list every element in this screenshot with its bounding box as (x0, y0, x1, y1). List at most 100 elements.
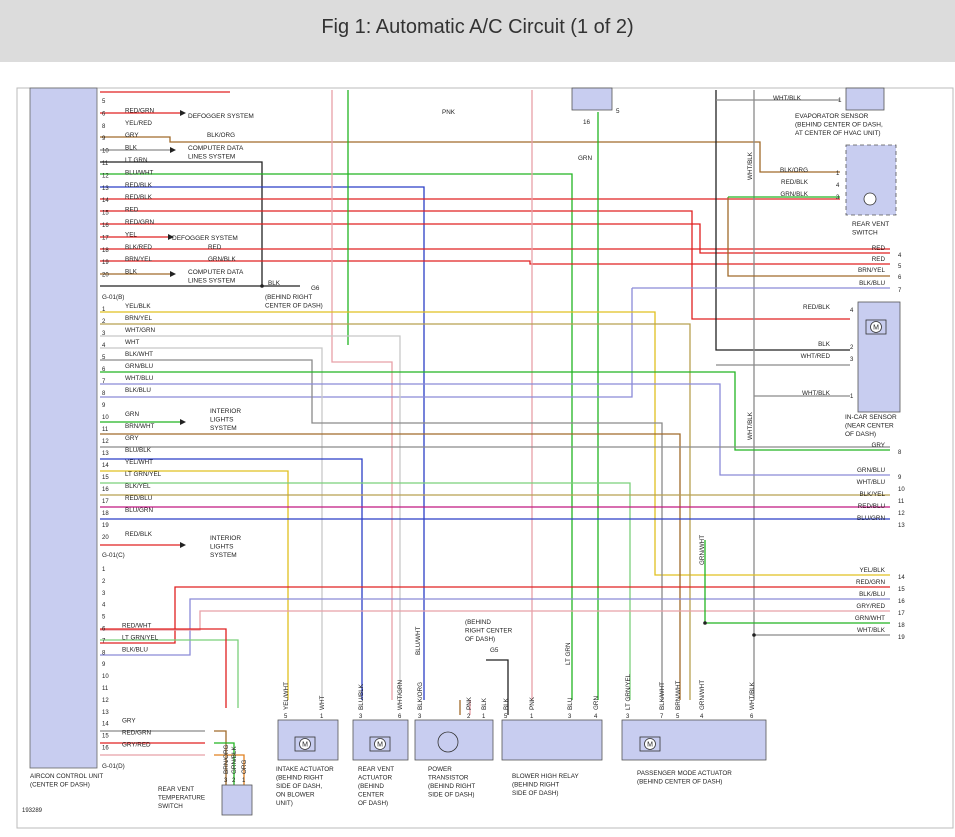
wire-blk-a10 (100, 161, 263, 286)
g5-location-label: OF DASH) (465, 636, 495, 643)
vertical-whtblk-mid: WHT/BLK (747, 411, 754, 440)
pin-wire-label: GRY (122, 718, 136, 725)
right-wire-label: GRY (871, 442, 885, 449)
right-wire-number: 15 (898, 587, 905, 593)
right-wire-number: 6 (898, 275, 902, 281)
pin-number: 14 (102, 722, 109, 728)
arrow-icon (180, 419, 186, 425)
pin-wire-label: RED/GRN (122, 730, 151, 737)
computer-data-label-2: LINES SYSTEM (188, 278, 235, 285)
pin-wire-label: BLU/BLK (125, 447, 152, 454)
incar-pin-number: 3 (850, 357, 854, 363)
wire-whtgrn-b3 (100, 335, 401, 700)
g5-location-label: (BEHIND (465, 619, 491, 626)
incar-sensor-label: IN-CAR SENSOR (845, 414, 897, 421)
rvts-wire-label: ORG (241, 760, 248, 774)
pin-number: 20 (102, 273, 109, 279)
pin-number: 3 (102, 591, 106, 597)
wire-ltgrnyel-c7 (100, 639, 239, 708)
pin-number: 12 (102, 439, 109, 445)
g5-location-label: RIGHT CENTER (465, 628, 513, 635)
relay-wire-label: PNK (529, 696, 536, 710)
incar-sensor-motor-icon (870, 321, 882, 333)
arrow-icon (180, 110, 186, 116)
pin-number: 13 (102, 186, 109, 192)
right-wire-number: 19 (898, 635, 905, 641)
pin-number: 14 (102, 463, 109, 469)
wire-splice (752, 633, 756, 637)
evap-whtblk-label: WHT/BLK (773, 95, 802, 102)
pin-number: 18 (102, 511, 109, 517)
g5-label: G5 (490, 647, 499, 654)
right-wire-label: BLK/YEL (859, 491, 885, 498)
passenger-actuator-frame (639, 736, 661, 752)
rv-actuator-frame (369, 736, 391, 752)
pma-pin: 5 (676, 714, 680, 720)
rvs-pin-number: 3 (836, 195, 840, 201)
right-wire-label: GRY/RED (856, 603, 885, 610)
pin-number: 11 (102, 686, 109, 692)
right-wire-number: 17 (898, 611, 905, 617)
figure-id: 193289 (22, 808, 43, 814)
pin-number: 17 (102, 499, 109, 505)
wire-blkblu-c (100, 598, 890, 656)
pin-wire-label: RED/GRN (125, 219, 154, 226)
pin-wire-label: YEL/WHT (125, 459, 153, 466)
pin-wire-label: RED/GRN (125, 107, 154, 114)
connector-d-label: G-01(D) (102, 763, 125, 770)
rv-actuator-label: CENTER (358, 792, 384, 799)
pin-wire-label: BLU/WHT (125, 169, 153, 176)
pin-wire-label: BRN/WHT (125, 423, 155, 430)
pin-wire-label: LT GRN/YEL (125, 471, 162, 478)
intake-actuator-motor-label: M (302, 742, 308, 749)
evap-sensor-label: AT CENTER OF HVAC UNIT) (795, 130, 881, 137)
pin-wire-label: YEL/BLK (125, 303, 151, 310)
relay-wire-label: GRN (593, 696, 600, 710)
aircon-unit-label: (CENTER OF DASH) (30, 782, 90, 789)
rvts-wire-label: GRN/BLK (231, 746, 238, 774)
passenger-actuator-motor-label: M (647, 742, 653, 749)
pin-number: 9 (102, 136, 106, 142)
pin-number: 7 (102, 638, 106, 644)
pin-number: 9 (102, 662, 106, 668)
pin-number: 15 (102, 734, 109, 740)
rvs-pin-number: 1 (836, 171, 840, 177)
pin-number: 1 (102, 567, 106, 573)
pin-wire-label: GRY/RED (122, 742, 151, 749)
pin-wire-label: LT GRN (125, 157, 148, 164)
pin-wire-label: RED/BLK (125, 194, 153, 201)
right-wire-label: GRN/WHT (855, 615, 885, 622)
rvs-wire-label: GRN/BLK (780, 191, 808, 198)
pnk-label: PNK (442, 109, 456, 116)
ptr-pin: 3 (418, 714, 422, 720)
right-wire-number: 16 (898, 599, 905, 605)
right-wire-label: RED/GRN (856, 579, 885, 586)
pma-wire-label: BLK/WHT (659, 682, 666, 710)
wire-whtblu-b7 (100, 383, 890, 476)
pin-number: 5 (102, 99, 106, 105)
ptr-wire-label: BLK (481, 697, 488, 710)
blower-relay-label: SIDE OF DASH) (512, 790, 559, 797)
diagram-border (16, 87, 954, 829)
computer-data-label-2: COMPUTER DATA (188, 269, 244, 276)
pin-number: 12 (102, 698, 109, 704)
pin-number: 14 (102, 198, 109, 204)
pin-number: 5 (102, 615, 106, 621)
wire-ptr-gnd (486, 659, 509, 715)
pin-wire-label: WHT/GRN (125, 327, 156, 334)
right-wire-number: 5 (898, 264, 902, 270)
g6-label: G6 (311, 285, 320, 292)
pin-number: 15 (102, 475, 109, 481)
passenger-actuator-label: (BEHIND CENTER OF DASH) (637, 779, 722, 786)
pin-wire-label: LT GRN/YEL (122, 634, 159, 641)
right-wire-label: RED/BLU (858, 503, 886, 510)
pin-wire-label: GRN (125, 411, 139, 418)
pin-number: 6 (102, 367, 106, 373)
pin-wire-label: RED (125, 207, 139, 214)
right-wire-number: 7 (898, 288, 902, 294)
pin-wire-label: RED/BLK (125, 182, 153, 189)
interior-lights-label-2: INTERIOR (210, 535, 241, 542)
intake-actuator-label: (BEHIND RIGHT (276, 775, 323, 782)
intake-actuator-motor-icon (299, 738, 311, 750)
right-wire-label: RED (872, 256, 886, 263)
